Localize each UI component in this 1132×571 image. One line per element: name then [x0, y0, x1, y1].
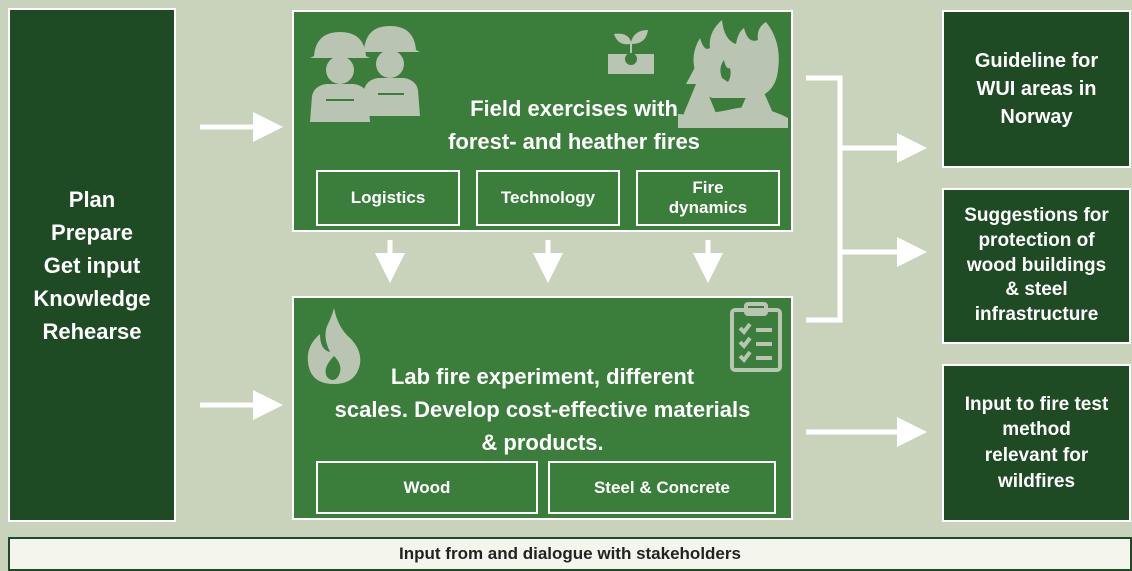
output-suggestions-box: Suggestions for protection of wood build…	[942, 188, 1131, 344]
suggestions-line5: infrastructure	[974, 304, 1099, 326]
sub-box-steel-concrete: Steel & Concrete	[548, 461, 776, 514]
guideline-line2: WUI areas in	[976, 78, 1097, 100]
sub-box-technology: Technology	[476, 170, 620, 226]
lab-title-line3: & products.	[481, 430, 604, 455]
bracket-connector	[806, 75, 843, 323]
clipboard-checklist-icon	[730, 302, 782, 372]
guideline-line3: Norway	[1000, 106, 1073, 128]
sub-box-fire-dynamics: Fire dynamics	[636, 170, 780, 226]
lab-experiment-title: Lab fire experiment, different scales. D…	[294, 360, 791, 459]
firefighters-icon	[310, 26, 420, 122]
field-exercises-title-line2: forest- and heather fires	[448, 129, 700, 154]
seedling-icon	[608, 30, 654, 74]
field-exercises-title: Field exercises with forest- and heather…	[414, 92, 734, 158]
guideline-line1: Guideline for	[974, 50, 1099, 72]
suggestions-line4: & steel	[1005, 279, 1068, 301]
output-guideline-box: Guideline for WUI areas in Norway	[942, 10, 1131, 168]
left-panel-line-rehearse: Rehearse	[42, 318, 142, 344]
left-panel: Plan Prepare Get input Knowledge Rehears…	[8, 8, 176, 522]
field-exercises-box: Field exercises with forest- and heather…	[292, 10, 793, 232]
input-method-line4: wildfires	[997, 470, 1076, 492]
left-panel-line-get-input: Get input	[43, 252, 141, 278]
forest-fire-icon	[678, 20, 788, 128]
field-exercises-title-line1: Field exercises with	[470, 96, 678, 121]
sub-box-fire-dynamics-label: Fire dynamics	[668, 178, 748, 217]
lab-title-line1: Lab fire experiment, different	[390, 364, 695, 389]
stakeholders-bar: Input from and dialogue with stakeholder…	[8, 537, 1132, 571]
input-method-line2: method	[1002, 419, 1071, 441]
left-panel-line-knowledge: Knowledge	[33, 285, 151, 311]
suggestions-line2: protection of	[978, 229, 1095, 251]
suggestions-line1: Suggestions for	[964, 205, 1109, 227]
flame-icon	[307, 308, 361, 384]
input-method-line3: relevant for	[984, 445, 1089, 466]
left-panel-line-plan: Plan	[68, 186, 116, 212]
suggestions-line3: wood buildings	[966, 254, 1107, 276]
sub-box-logistics: Logistics	[316, 170, 460, 226]
sub-box-wood: Wood	[316, 461, 538, 514]
input-method-line1: Input to fire test	[964, 393, 1109, 415]
lab-experiment-box: Lab fire experiment, different scales. D…	[292, 296, 793, 520]
stakeholders-text: Input from and dialogue with stakeholder…	[399, 544, 741, 563]
output-input-method-box: Input to fire test method relevant for w…	[942, 364, 1131, 522]
lab-title-line2: scales. Develop cost-effective materials	[334, 397, 751, 422]
left-panel-line-prepare: Prepare	[51, 219, 133, 245]
